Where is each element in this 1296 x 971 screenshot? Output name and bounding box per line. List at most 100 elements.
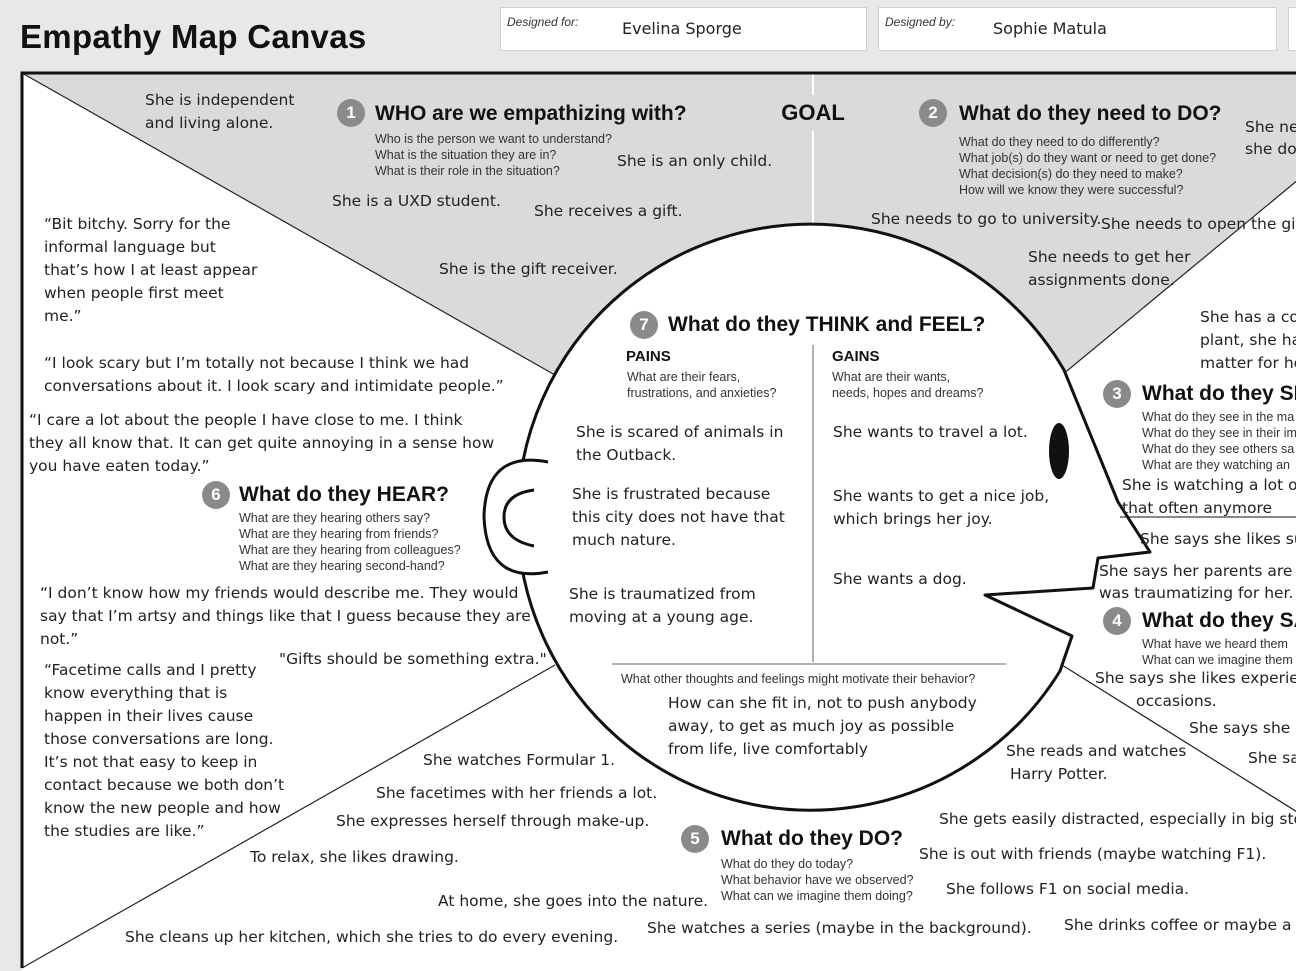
goal-label: GOAL xyxy=(736,95,890,131)
sticky-note[interactable]: She cleans up her kitchen, which she tri… xyxy=(125,928,619,946)
see-section-title: What do they SE xyxy=(1142,382,1296,405)
sticky-note[interactable]: She is traumatized from xyxy=(569,585,756,603)
sticky-note[interactable]: and living alone. xyxy=(145,114,274,132)
sticky-note[interactable]: me.” xyxy=(44,307,82,325)
sticky-note[interactable]: She watches a series (maybe in the backg… xyxy=(647,919,1032,937)
sticky-note[interactable]: She wants to get a nice job, xyxy=(833,487,1050,505)
sticky-note[interactable]: know the new people and how xyxy=(44,799,281,817)
sticky-note[interactable]: matter for he xyxy=(1200,354,1296,372)
diagonal-bottom-left xyxy=(21,664,556,969)
section-number-badge: 3 xyxy=(1103,380,1131,408)
sticky-note[interactable]: She is watching a lot of xyxy=(1122,476,1296,494)
sticky-note[interactable]: contact because we both don’t xyxy=(44,776,285,794)
sticky-note[interactable]: She says her parents are d xyxy=(1099,562,1296,580)
sticky-note[interactable]: that often anymore xyxy=(1122,499,1273,517)
sticky-note[interactable]: informal language but xyxy=(44,238,216,256)
sticky-note[interactable]: She watches Formular 1. xyxy=(423,751,616,769)
do-question: What do they do today? xyxy=(721,857,854,871)
gains-heading: GAINS xyxy=(832,348,880,365)
sticky-note[interactable]: She is frustrated because xyxy=(572,485,771,503)
sticky-note[interactable]: She needs to get her xyxy=(1028,248,1191,266)
other-thoughts-question: What other thoughts and feelings might m… xyxy=(621,672,976,686)
section-number-badge: 2 xyxy=(919,99,947,127)
sticky-note[interactable]: She reads and watches xyxy=(1006,742,1187,760)
pains-question: What are their fears, xyxy=(627,370,741,384)
sticky-note[interactable]: plant, she ha xyxy=(1200,331,1296,349)
designed-by-field[interactable]: Designed by: Sophie Matula xyxy=(878,7,1277,51)
sticky-note[interactable]: She says she likes sur xyxy=(1140,530,1296,548)
sticky-note[interactable]: She receives a gift. xyxy=(534,202,683,220)
sticky-note[interactable]: moving at a young age. xyxy=(569,608,754,626)
sticky-note[interactable]: She ne xyxy=(1245,118,1296,136)
sticky-note[interactable]: Harry Potter. xyxy=(1010,765,1108,783)
who-question: What is the situation they are in? xyxy=(375,148,557,162)
sticky-note[interactable]: that’s how I at least appear xyxy=(44,261,258,279)
who-section-title: WHO are we empathizing with? xyxy=(375,102,687,125)
sticky-note[interactable]: She has a col xyxy=(1200,308,1296,326)
sticky-note[interactable]: “I care a lot about the people I have cl… xyxy=(29,411,463,429)
hear-section-title: What do they HEAR? xyxy=(239,483,449,506)
designed-by-label: Designed by: xyxy=(885,15,956,29)
sticky-note[interactable]: those conversations are long. xyxy=(44,730,274,748)
sticky-note[interactable]: She needs to open the gift xyxy=(1101,215,1296,233)
sticky-note[interactable]: She is out with friends (maybe watching … xyxy=(919,845,1267,863)
need-to-do-question: What job(s) do they want or need to get … xyxy=(959,151,1217,165)
sticky-note[interactable]: much nature. xyxy=(572,531,676,549)
sticky-note[interactable]: She says she d xyxy=(1189,719,1296,737)
sticky-note[interactable]: She needs to go to university. xyxy=(871,210,1102,228)
sticky-note[interactable]: To relax, she likes drawing. xyxy=(250,848,459,866)
sticky-note[interactable]: She is an only child. xyxy=(617,152,773,170)
sticky-note[interactable]: you have eaten today.” xyxy=(29,457,210,475)
designed-for-field[interactable]: Designed for: Evelina Sporge xyxy=(500,7,867,51)
sticky-note[interactable]: which brings her joy. xyxy=(833,510,993,528)
sticky-note[interactable]: happen in their lives cause xyxy=(44,707,254,725)
sticky-note[interactable]: “Bit bitchy. Sorry for the xyxy=(44,215,231,233)
sticky-note[interactable]: She is a UXD student. xyxy=(332,192,501,210)
sticky-note[interactable]: from life, live comfortably xyxy=(668,740,869,758)
sticky-note[interactable]: She gets easily distracted, especially i… xyxy=(939,810,1296,828)
sticky-note[interactable]: She follows F1 on social media. xyxy=(946,880,1190,898)
hear-question: What are they hearing from friends? xyxy=(239,527,439,541)
sticky-note[interactable]: she do xyxy=(1245,140,1296,158)
sticky-note[interactable]: She wants a dog. xyxy=(833,570,967,588)
sticky-note[interactable]: She is scared of animals in xyxy=(576,423,784,441)
sticky-note[interactable]: "Gifts should be something extra." xyxy=(279,650,547,668)
diagonal-bottom-right xyxy=(1061,664,1296,812)
sticky-note[interactable]: the Outback. xyxy=(576,446,677,464)
sticky-note[interactable]: “I don’t know how my friends would descr… xyxy=(40,584,519,602)
sticky-note[interactable]: was traumatizing for her. xyxy=(1099,584,1294,602)
diagonal-top-right xyxy=(1061,180,1296,376)
gains-question: What are their wants, xyxy=(832,370,951,384)
sticky-note[interactable]: She sa xyxy=(1248,749,1296,767)
sticky-note[interactable]: “I look scary but I’m totally not becaus… xyxy=(44,354,470,372)
third-header-field[interactable] xyxy=(1288,7,1296,51)
say-question: What have we heard them xyxy=(1142,637,1288,651)
sticky-note[interactable]: She drinks coffee or maybe a h xyxy=(1064,916,1296,934)
sticky-note[interactable]: conversations about it. I look scary and… xyxy=(44,377,504,395)
sticky-note[interactable]: She is independent xyxy=(145,91,295,109)
sticky-note[interactable]: She expresses herself through make-up. xyxy=(336,812,650,830)
sticky-note[interactable]: “Facetime calls and I pretty xyxy=(44,661,257,679)
sticky-note[interactable]: At home, she goes into the nature. xyxy=(438,892,709,910)
sticky-note[interactable]: away, to get as much joy as possible xyxy=(668,717,955,735)
sticky-note[interactable]: She wants to travel a lot. xyxy=(833,423,1028,441)
sticky-note[interactable]: the studies are like.” xyxy=(44,822,205,840)
do-section-title: What do they DO? xyxy=(721,827,903,850)
sticky-note[interactable]: this city does not have that xyxy=(572,508,785,526)
sticky-note[interactable]: say that I’m artsy and things like that … xyxy=(40,607,531,625)
sticky-note[interactable]: She says she likes experien xyxy=(1095,669,1296,687)
sticky-note[interactable]: occasions. xyxy=(1136,692,1217,710)
see-question: What are they watching an xyxy=(1142,458,1290,472)
sticky-note[interactable]: She facetimes with her friends a lot. xyxy=(376,784,658,802)
sticky-note[interactable]: when people first meet xyxy=(44,284,224,302)
sticky-note[interactable]: She is the gift receiver. xyxy=(439,260,618,278)
sticky-note[interactable]: assignments done. xyxy=(1028,271,1175,289)
hear-question: What are they hearing second-hand? xyxy=(239,559,445,573)
sticky-note[interactable]: It’s not that easy to keep in xyxy=(44,753,258,771)
who-question: Who is the person we want to understand? xyxy=(375,132,612,146)
sticky-note[interactable]: not.” xyxy=(40,630,79,648)
sticky-note[interactable]: know everything that is xyxy=(44,684,228,702)
who-question: What is their role in the situation? xyxy=(375,164,560,178)
sticky-note[interactable]: How can she fit in, not to push anybody xyxy=(668,694,977,712)
sticky-note[interactable]: they all know that. It can get quite ann… xyxy=(29,434,495,452)
